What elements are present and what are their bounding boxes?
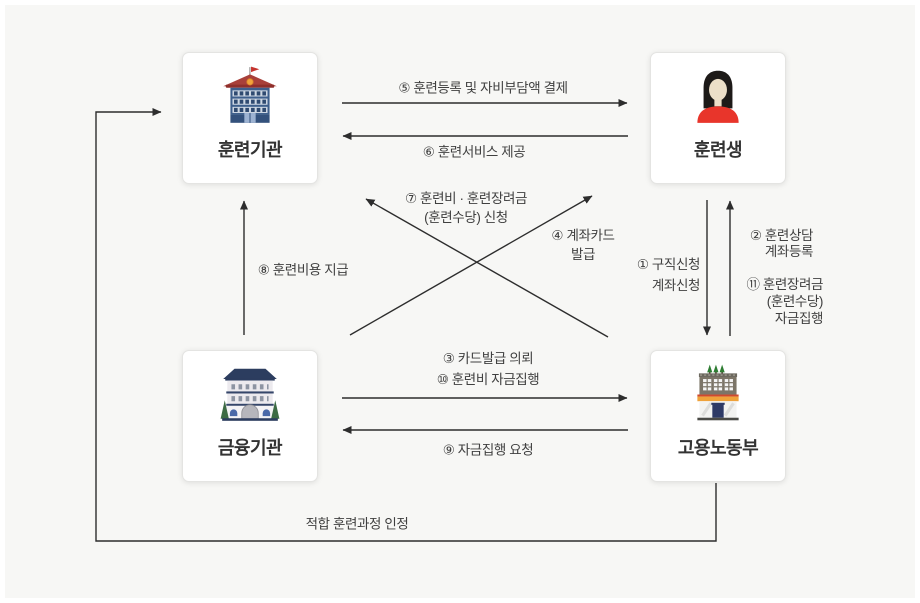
edge-label-7: ⑦ 훈련비 · 훈련장려금 (훈련수당) 신청 bbox=[405, 189, 527, 227]
edge-label-1: ① 구직신청 계좌신청 bbox=[636, 254, 701, 296]
government-building-icon bbox=[685, 361, 751, 427]
edge-label-7-line2: (훈련수당) 신청 bbox=[424, 210, 508, 225]
edge-label-5: ⑤ 훈련등록 및 자비부담액 결제 bbox=[398, 80, 568, 96]
edge-label-11-line2: (훈련수당) bbox=[766, 294, 824, 309]
node-label-financial-institution: 금융기관 bbox=[217, 438, 283, 458]
node-label-ministry: 고용노동부 bbox=[677, 438, 759, 458]
arrow-7-training-cost-apply bbox=[365, 198, 609, 338]
edge-label-3-10: ③ 카드발급 의뢰 ⑩ 훈련비 자금집행 bbox=[437, 348, 540, 390]
edge-label-4-line1: ④ 계좌카드 bbox=[551, 228, 615, 243]
node-financial-institution: 금융기관 bbox=[182, 350, 318, 482]
edge-label-11: ⑪ 훈련장려금 (훈련수당) 자금집행 bbox=[746, 276, 823, 327]
edge-label-3: ③ 카드발급 의뢰 bbox=[442, 351, 534, 366]
school-building-icon bbox=[217, 63, 283, 129]
node-label-training-institution: 훈련기관 bbox=[217, 140, 283, 160]
edge-label-6: ⑥ 훈련서비스 제공 bbox=[422, 144, 526, 160]
node-label-trainee: 훈련생 bbox=[693, 140, 743, 160]
edge-label-11-line1: ⑪ 훈련장려금 bbox=[746, 277, 823, 292]
edge-label-loop: 적합 훈련과정 인정 bbox=[305, 516, 409, 532]
node-training-institution: 훈련기관 bbox=[182, 52, 318, 184]
edge-label-2-line1: ② 훈련상담 bbox=[749, 228, 814, 243]
arrow-4-account-card-issue bbox=[349, 195, 593, 336]
edge-label-7-line1: ⑦ 훈련비 · 훈련장려금 bbox=[404, 191, 528, 206]
edge-label-2: ② 훈련상담 계좌등록 bbox=[749, 228, 814, 260]
node-trainee: 훈련생 bbox=[650, 52, 786, 184]
trainee-person-icon bbox=[685, 63, 751, 129]
node-ministry-of-employment-and-labor: 고용노동부 bbox=[650, 350, 786, 482]
edge-label-8: ⑧ 훈련비용 지급 bbox=[257, 262, 349, 278]
edge-label-10: ⑩ 훈련비 자금집행 bbox=[436, 372, 540, 387]
edge-label-1-line2: 계좌신청 bbox=[651, 278, 700, 293]
edge-label-11-line3: 자금집행 bbox=[774, 311, 823, 326]
bank-building-icon bbox=[217, 361, 283, 427]
edge-label-4-line2: 발급 bbox=[570, 247, 596, 262]
edge-label-2-line2: 계좌등록 bbox=[764, 244, 813, 259]
arrow-loop-course-approval bbox=[95, 108, 717, 542]
edge-label-1-line1: ① 구직신청 bbox=[636, 257, 701, 272]
edge-label-9: ⑨ 자금집행 요청 bbox=[442, 442, 534, 458]
edge-label-4: ④ 계좌카드 발급 bbox=[551, 226, 615, 264]
